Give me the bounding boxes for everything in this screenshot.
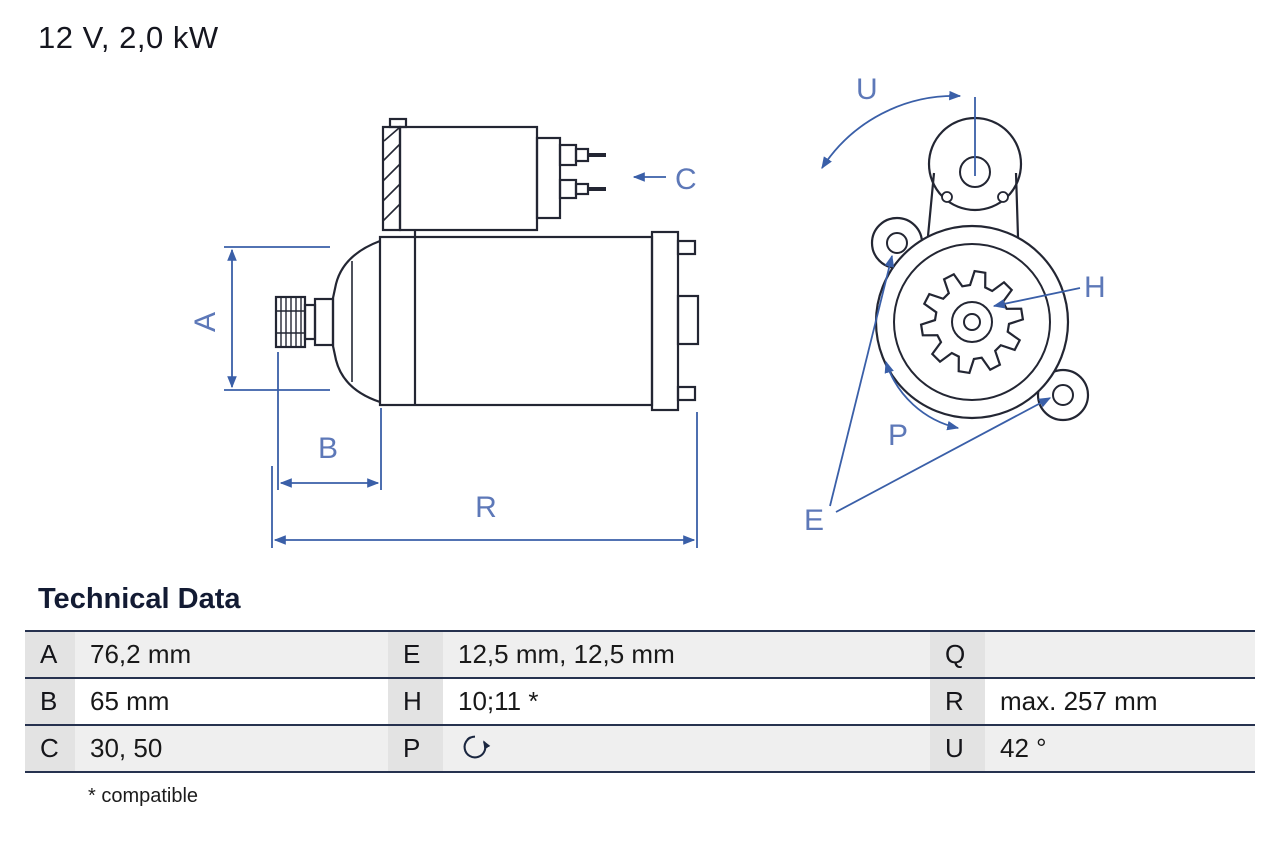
table-row: A 76,2 mm E 12,5 mm, 12,5 mm Q [25, 632, 1255, 679]
dim-label-h: H [1084, 271, 1106, 304]
spec-key-Q: Q [930, 632, 985, 677]
spec-value-R: max. 257 mm [985, 679, 1255, 724]
table-row: C 30, 50 P U 42 ° [25, 726, 1255, 773]
starter-side-view [274, 117, 700, 412]
spec-value-U: 42 ° [985, 726, 1255, 771]
side-view-dimensions [224, 172, 698, 548]
dim-label-b: B [318, 432, 338, 465]
rotation-direction-icon [463, 735, 491, 759]
dimension-P-arc [884, 360, 960, 431]
dim-label-c: C [675, 163, 697, 196]
spec-key-R: R [930, 679, 985, 724]
starter-front-view [870, 116, 1090, 422]
dim-label-e: E [804, 504, 824, 537]
section-title: Technical Data [38, 583, 241, 615]
starter-motor-drawing: A B C R U H P E [189, 73, 1106, 548]
dimension-U-arc [821, 90, 962, 170]
flange-outline [874, 224, 1070, 420]
spec-value-P [443, 726, 930, 771]
dim-label-u: U [856, 73, 878, 106]
spec-value-C: 30, 50 [75, 726, 388, 771]
spec-key-B: B [25, 679, 75, 724]
dimension-E-leader-2 [835, 397, 1052, 513]
spec-value-Q [985, 632, 1255, 677]
dim-label-p: P [888, 419, 908, 452]
spec-value-H: 10;11 * [443, 679, 930, 724]
spec-key-U: U [930, 726, 985, 771]
spec-key-A: A [25, 632, 75, 677]
page-title: 12 V, 2,0 kW [38, 20, 219, 55]
technical-data-section: Technical Data A 76,2 mm E 12,5 mm, 12,5… [25, 583, 1255, 808]
bolt-hole-left [886, 232, 908, 254]
dimension-H-leader [992, 287, 1081, 309]
spec-value-B: 65 mm [75, 679, 388, 724]
spec-value-A: 76,2 mm [75, 632, 388, 677]
table-row: B 65 mm H 10;11 * R max. 257 mm [25, 679, 1255, 726]
spec-key-C: C [25, 726, 75, 771]
front-view-dimensions [821, 90, 1081, 513]
dim-label-r: R [475, 491, 497, 524]
dimension-labels: A B C R U H P E [189, 73, 1106, 537]
spec-table: A 76,2 mm E 12,5 mm, 12,5 mm Q B 65 mm H… [25, 630, 1255, 773]
spec-key-E: E [388, 632, 443, 677]
spec-key-P: P [388, 726, 443, 771]
spec-value-E: 12,5 mm, 12,5 mm [443, 632, 930, 677]
footnote: * compatible [88, 785, 199, 807]
dim-label-a: A [189, 312, 222, 332]
spec-key-H: H [388, 679, 443, 724]
bolt-hole-right [1052, 384, 1074, 406]
dimension-E-leader-1 [829, 254, 895, 507]
